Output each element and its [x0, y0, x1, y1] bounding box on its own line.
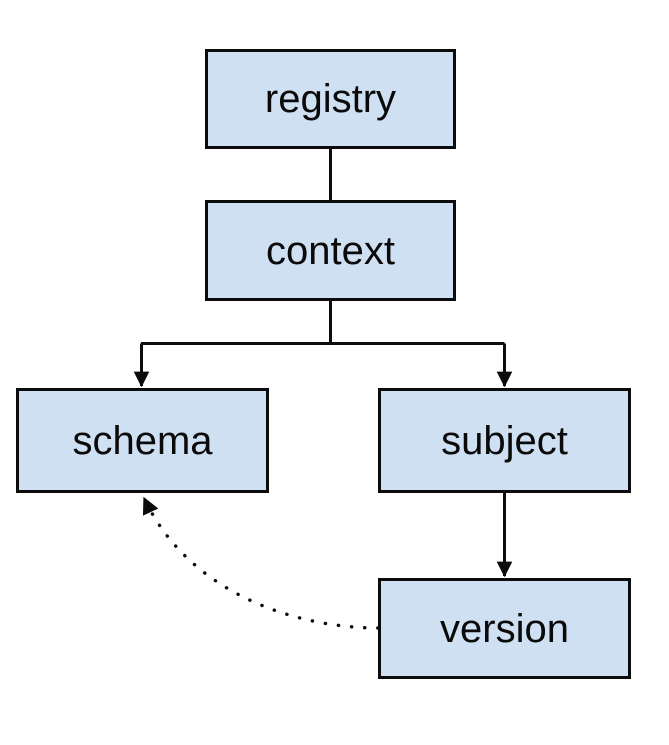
node-version-label: version — [440, 606, 569, 651]
node-schema[interactable]: schema — [16, 388, 269, 493]
node-subject-label: subject — [441, 418, 568, 463]
edge-version-schema — [142, 496, 380, 630]
node-context-label: context — [266, 228, 395, 273]
node-registry[interactable]: registry — [205, 49, 456, 149]
node-registry-label: registry — [264, 77, 397, 121]
node-context[interactable]: context — [205, 200, 456, 301]
node-schema-label: schema — [72, 418, 213, 463]
node-version[interactable]: version — [378, 578, 631, 679]
node-subject[interactable]: subject — [378, 388, 631, 493]
